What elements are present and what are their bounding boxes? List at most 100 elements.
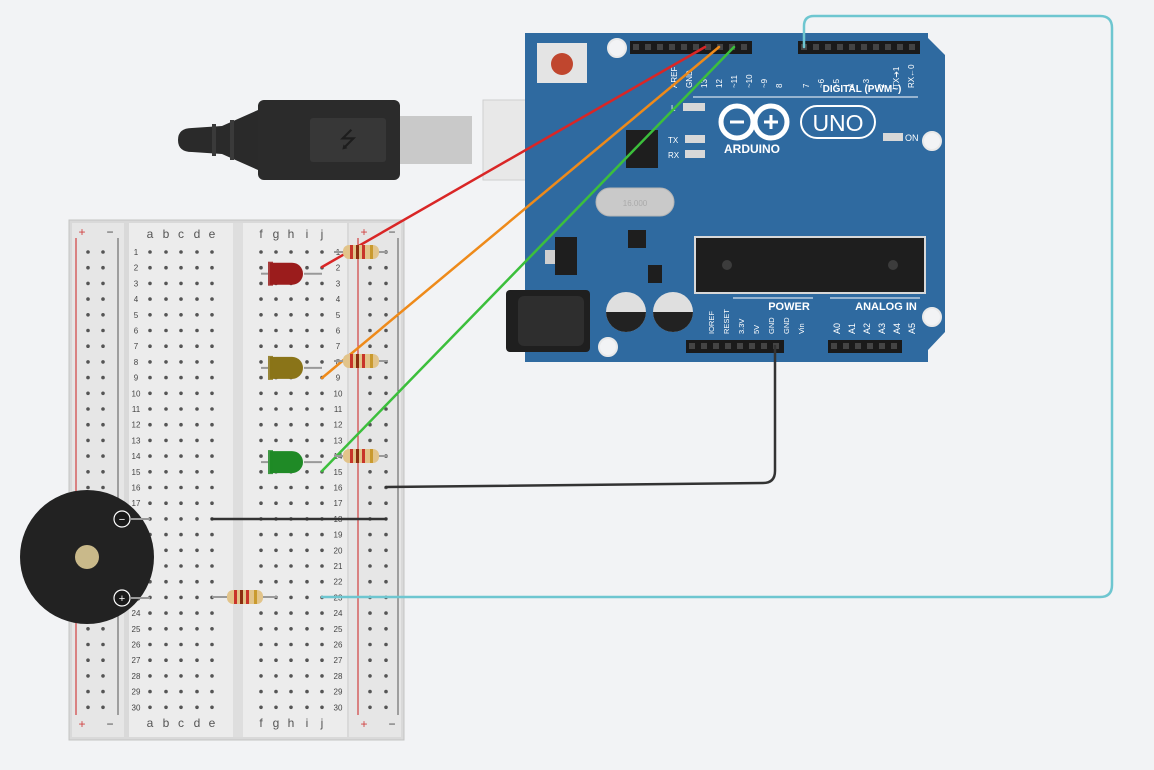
- row-number: 15: [334, 468, 343, 477]
- resistor[interactable]: [334, 449, 388, 463]
- analog-pin-label: A0: [832, 323, 842, 334]
- digital-pin-label: 13: [700, 79, 709, 88]
- power-pin-label: 3.3V: [737, 319, 746, 334]
- row-number: 5: [134, 311, 139, 320]
- digital-pin-label: RX←0: [907, 64, 916, 88]
- column-label: e: [209, 227, 216, 241]
- rail-minus-label: −: [388, 225, 395, 239]
- column-label: g: [273, 227, 280, 241]
- row-number: 10: [132, 389, 141, 398]
- black-wire-gnd[interactable]: [384, 344, 777, 489]
- column-label: b: [163, 716, 170, 730]
- column-label: j: [320, 227, 324, 241]
- row-number: 12: [132, 421, 141, 430]
- row-number: 9: [336, 374, 341, 383]
- column-label: j: [320, 716, 324, 730]
- reset-button[interactable]: [551, 53, 573, 75]
- digital-pin-label: ~5: [832, 78, 841, 88]
- row-number: 26: [132, 641, 141, 650]
- power-pin-label: GND: [767, 317, 776, 334]
- row-number: 9: [134, 374, 139, 383]
- yellow-led[interactable]: [261, 355, 322, 380]
- row-number: 1: [134, 248, 139, 257]
- analog-pin-label: A4: [892, 323, 902, 334]
- digital-pin-label: AREF: [670, 67, 679, 88]
- buzzer-minus-label: −: [119, 514, 125, 526]
- power-header-label: POWER: [768, 301, 810, 313]
- analog-pin-label: A2: [862, 323, 872, 334]
- column-label: g: [273, 716, 280, 730]
- row-number: 30: [334, 703, 343, 712]
- column-label: a: [147, 716, 154, 730]
- buzzer-plus-label: +: [119, 593, 125, 605]
- row-number: 6: [134, 327, 139, 336]
- row-number: 8: [336, 358, 341, 367]
- green-wire[interactable]: [320, 45, 736, 473]
- left-power-rail: [72, 223, 124, 737]
- row-number: 27: [334, 656, 343, 665]
- row-number: 17: [334, 499, 343, 508]
- cyan-wire[interactable]: [320, 14, 1114, 599]
- green-led[interactable]: [261, 450, 322, 475]
- right-terminal-strip: [243, 223, 347, 737]
- row-number: 2: [134, 264, 139, 273]
- column-label: h: [288, 227, 295, 241]
- column-label: f: [259, 716, 263, 730]
- rail-plus-label: +: [78, 717, 85, 731]
- analog-pin-label: A1: [847, 323, 857, 334]
- digital-pin-label: TX➔1: [892, 66, 901, 88]
- digital-pin-label: 12: [715, 79, 724, 88]
- digital-pin-label: 7: [802, 83, 811, 88]
- rail-plus-label: +: [78, 225, 85, 239]
- row-number: 13: [334, 436, 343, 445]
- red-wire[interactable]: [320, 45, 707, 269]
- digital-pin-label: 4: [847, 83, 856, 88]
- row-number: 17: [132, 499, 141, 508]
- row-number: 2: [336, 264, 341, 273]
- row-number: 26: [334, 641, 343, 650]
- column-label: c: [178, 227, 184, 241]
- crystal-label: 16.000: [623, 199, 648, 208]
- center-channel: [233, 223, 243, 737]
- analog-pin-label: A5: [907, 323, 917, 334]
- column-label: d: [194, 716, 201, 730]
- row-number: 24: [334, 609, 343, 618]
- resistor[interactable]: [334, 354, 388, 368]
- power-pin-label: GND: [782, 317, 791, 334]
- usb-cable: ⭍: [178, 99, 544, 181]
- row-number: 3: [336, 279, 341, 288]
- rail-plus-label: +: [360, 225, 367, 239]
- orange-wire[interactable]: [320, 45, 721, 380]
- row-number: 4: [134, 295, 139, 304]
- arduino-uno-board: 16.000 L TX RX ON ARDUINO UNO: [506, 33, 945, 362]
- red-led[interactable]: [261, 261, 322, 286]
- digital-pin-label: 8: [775, 83, 784, 88]
- row-number: 24: [132, 609, 141, 618]
- power-pin-label: 5V: [752, 325, 761, 334]
- row-number: 28: [132, 672, 141, 681]
- right-power-rail: [349, 223, 401, 737]
- row-number: 6: [336, 327, 341, 336]
- row-number: 20: [334, 546, 343, 555]
- column-label: a: [147, 227, 154, 241]
- power-pin-label: IOREF: [707, 311, 716, 334]
- row-number: 13: [132, 436, 141, 445]
- column-label: b: [163, 227, 170, 241]
- row-number: 25: [132, 625, 141, 634]
- digital-pin-label: 2: [877, 83, 886, 88]
- digital-pin-label: ~10: [745, 74, 754, 88]
- column-label: d: [194, 227, 201, 241]
- row-number: 22: [334, 578, 343, 587]
- resistor[interactable]: [212, 590, 278, 604]
- resistor[interactable]: [334, 245, 388, 259]
- rail-minus-label: −: [388, 717, 395, 731]
- row-number: 11: [132, 405, 141, 414]
- row-number: 25: [334, 625, 343, 634]
- column-label: i: [306, 716, 309, 730]
- column-label: e: [209, 716, 216, 730]
- analog-header-label: ANALOG IN: [855, 301, 917, 313]
- row-number: 3: [134, 279, 139, 288]
- rail-minus-label: −: [106, 717, 113, 731]
